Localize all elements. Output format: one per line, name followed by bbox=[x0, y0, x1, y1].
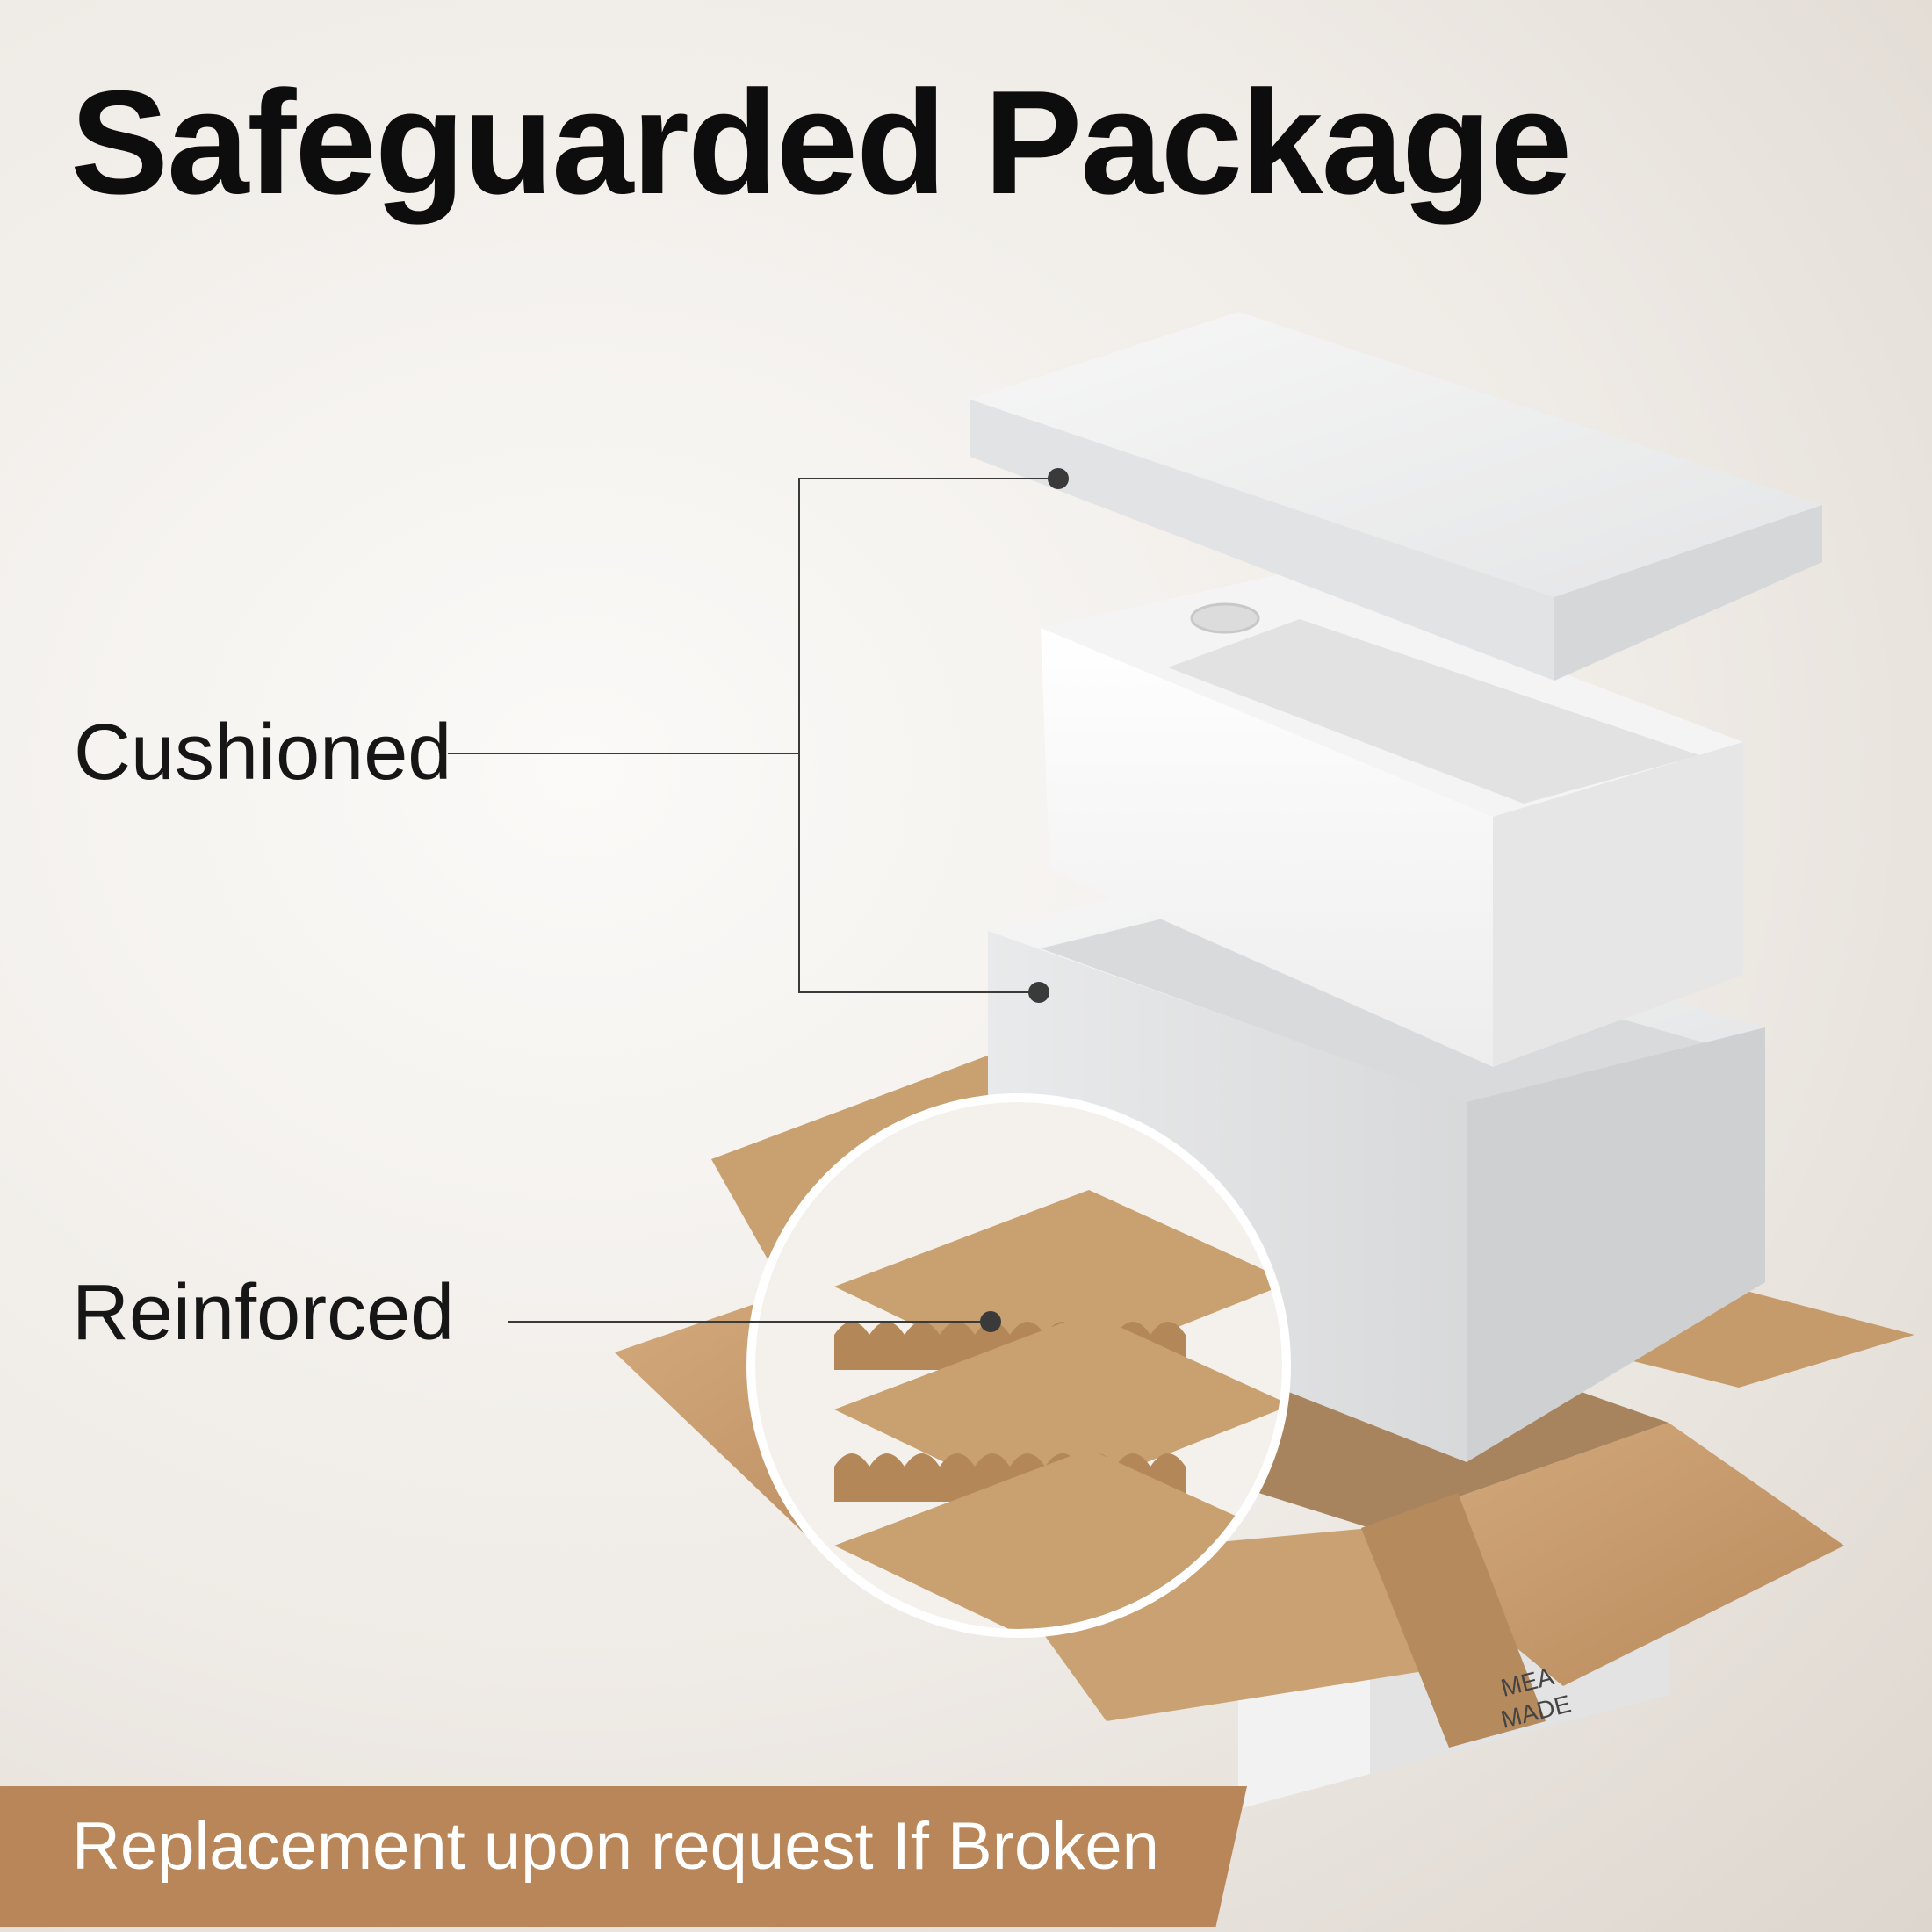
reinforced-marker bbox=[980, 1311, 1001, 1332]
banner-text: Replacement upon request If Broken bbox=[72, 1809, 1159, 1884]
foam-lid bbox=[970, 312, 1822, 681]
cushioned-marker-bottom bbox=[1028, 982, 1049, 1003]
cushioned-marker-top bbox=[1048, 468, 1069, 489]
callout-leaders bbox=[448, 468, 1069, 1332]
page-title: Safeguarded Package bbox=[70, 60, 1572, 225]
callout-reinforced: Reinforced bbox=[72, 1269, 455, 1357]
replacement-banner bbox=[0, 1786, 1247, 1927]
corrugated-zoom bbox=[746, 1093, 1291, 1638]
callout-cushioned: Cushioned bbox=[74, 709, 452, 797]
sink bbox=[1041, 571, 1743, 1067]
